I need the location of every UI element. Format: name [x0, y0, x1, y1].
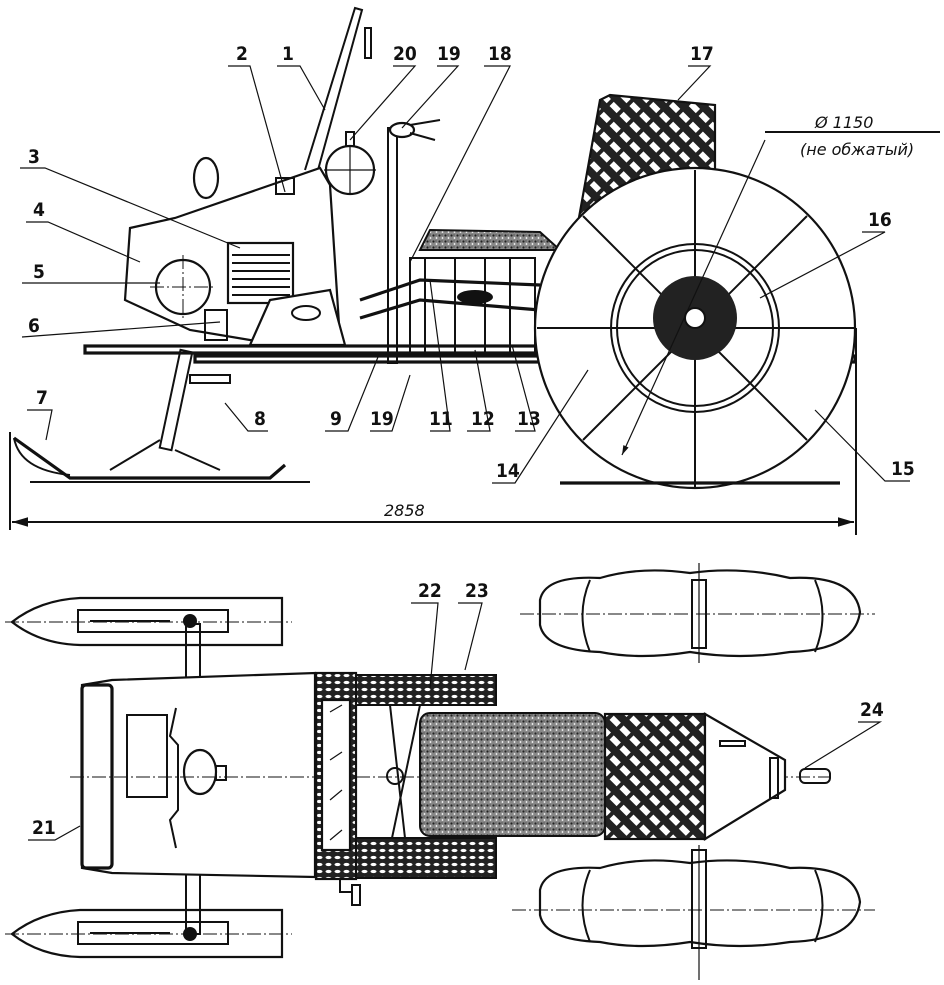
windshield-top: [314, 671, 361, 906]
wheel-diameter-dimension: Ø 1150 (не обжатый): [621, 113, 940, 456]
part-label-14: 14: [496, 460, 520, 482]
overall-length-value: 2858: [384, 501, 425, 520]
leader-lines-top: [28, 602, 883, 841]
part-label-15: 15: [891, 458, 915, 480]
seat-top: [355, 674, 606, 879]
part-label-5: 5: [33, 261, 45, 283]
fan-housing: [150, 255, 216, 320]
ski-top-right: [5, 908, 292, 959]
part-label-8: 8: [254, 408, 266, 430]
part-label-2: 2: [236, 43, 248, 65]
part-label-13: 13: [517, 408, 541, 430]
wheel-top-upper: [520, 563, 875, 663]
mirror: [192, 156, 220, 200]
part-label-21: 21: [32, 817, 56, 839]
part-label-20: 20: [393, 43, 417, 65]
drivetrain: [359, 257, 541, 354]
part-label-19-bottom: 19: [370, 408, 394, 430]
ski: [13, 348, 310, 483]
overall-length-dimension: 2858: [12, 501, 854, 527]
part-label-23: 23: [465, 580, 489, 602]
top-view: 22 23 24 21: [5, 563, 884, 980]
part-label-6: 6: [28, 315, 40, 337]
windshield: [304, 6, 372, 171]
part-label-4: 4: [33, 199, 45, 221]
part-label-17: 17: [690, 43, 714, 65]
ski-top-left: [5, 596, 292, 647]
part-label-19-top: 19: [437, 43, 461, 65]
part-label-7: 7: [36, 387, 48, 409]
wheel-diameter-value: Ø 1150: [814, 113, 873, 132]
part-label-18: 18: [488, 43, 512, 65]
part-label-9: 9: [330, 408, 342, 430]
part-label-1: 1: [282, 43, 294, 65]
rear-cargo-top: [603, 712, 831, 841]
battery-box: [204, 309, 228, 341]
seat: [418, 228, 563, 251]
headlight: [324, 131, 376, 196]
side-view: 2858 Ø 1150 (не обжатый): [9, 6, 940, 535]
leader-lines-side: [20, 65, 910, 484]
part-label-3: 3: [28, 146, 40, 168]
part-label-12: 12: [471, 408, 495, 430]
part-label-16: 16: [868, 209, 892, 231]
wheel-diameter-note: (не обжатый): [800, 140, 914, 159]
part-label-22: 22: [418, 580, 442, 602]
wheel-top-lower: [512, 845, 875, 980]
part-label-11: 11: [429, 408, 453, 430]
part-label-24: 24: [860, 699, 884, 721]
pneumatic-wheel: [533, 166, 857, 490]
engine: [226, 241, 347, 347]
